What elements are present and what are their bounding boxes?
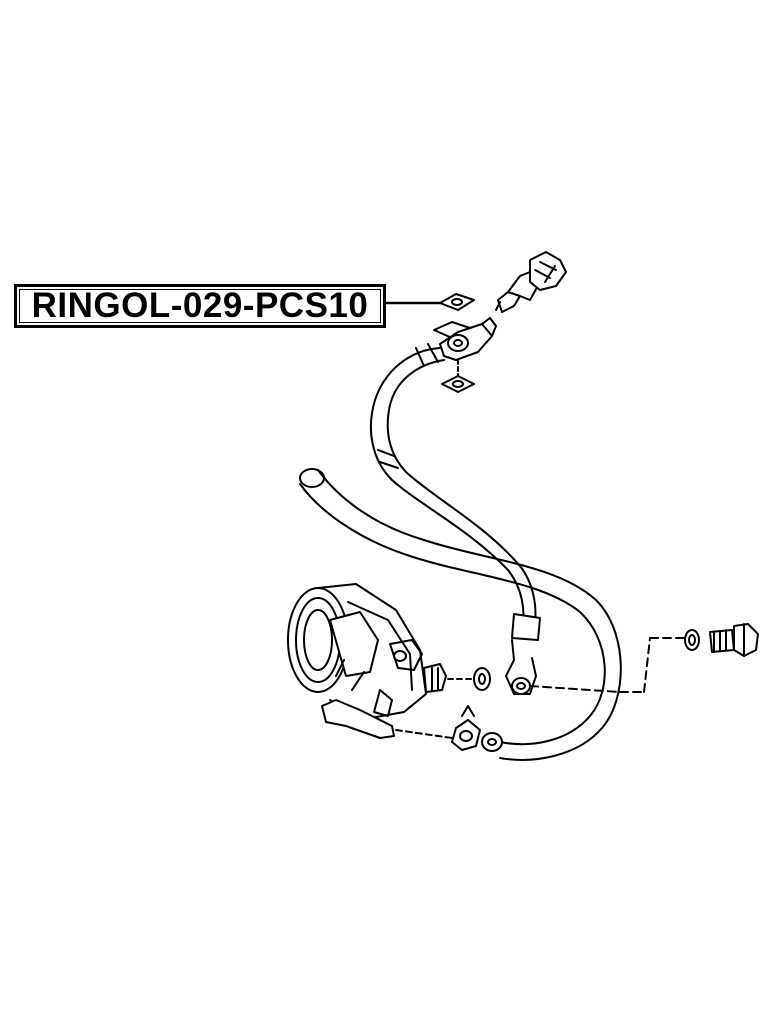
high-pressure-hose[interactable]	[369, 343, 541, 695]
part-number-callout: RINGOL-029-PCS10	[14, 284, 386, 328]
sealing-washer-upper[interactable]	[439, 293, 475, 311]
washer[interactable]	[447, 667, 621, 693]
sealing-washer-lower[interactable]	[441, 359, 475, 393]
union-bolt[interactable]	[619, 623, 759, 693]
hose-clamp[interactable]	[395, 705, 481, 751]
power-steering-pump[interactable]	[287, 583, 447, 739]
banjo-fitting[interactable]	[433, 317, 497, 361]
pressure-switch[interactable]	[495, 251, 567, 313]
return-hose[interactable]	[299, 468, 622, 761]
part-number-label: RINGOL-029-PCS10	[31, 286, 369, 325]
